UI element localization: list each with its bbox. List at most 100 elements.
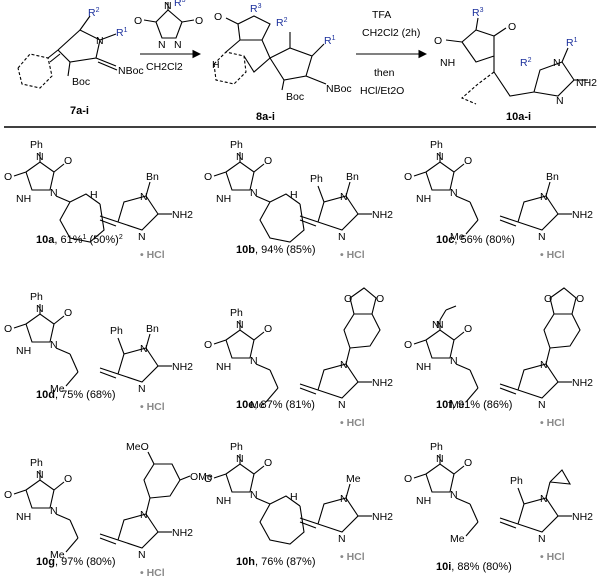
hcl-salt: • HCl: [140, 401, 165, 413]
nitrogen-label: N: [338, 533, 346, 545]
bond: [317, 363, 359, 399]
oxygen-label: O: [64, 473, 72, 485]
oxygen-label: O: [464, 457, 472, 469]
reactant-label: 7a-i: [70, 105, 89, 117]
amine-label: NH2: [172, 209, 193, 221]
nitrogen-label: N: [138, 231, 146, 243]
bond: [455, 195, 471, 203]
nh-label: NH: [216, 361, 231, 373]
oxygen-label: O: [64, 307, 72, 319]
bond: [99, 533, 119, 541]
bond: [455, 363, 471, 371]
bond: [413, 339, 427, 345]
nitrogen-label: N: [138, 549, 146, 561]
bond: [117, 195, 159, 231]
bond: [69, 519, 79, 539]
bond: [99, 537, 117, 545]
oxygen-label: O: [264, 155, 272, 167]
hcl-salt: • HCl: [340, 551, 365, 563]
nitrogen-label: N: [50, 187, 58, 199]
bond: [453, 465, 465, 475]
bond: [225, 161, 255, 191]
bond: [225, 329, 255, 359]
phenyl-label: Ph: [30, 291, 43, 303]
hydrogen-label: H: [290, 189, 298, 201]
oxygen-label: O: [204, 339, 212, 351]
nitrogen-label: N: [538, 533, 546, 545]
bond: [545, 347, 551, 365]
oxygen-label: O: [464, 323, 472, 335]
phenyl-label: Ph: [430, 139, 443, 151]
nitrogen-label: N: [236, 453, 244, 465]
oxygen-label: O: [404, 171, 412, 183]
methyl-label: Me: [50, 383, 65, 395]
step2-reagent: HCl/Et2O: [360, 85, 404, 97]
bond: [299, 215, 319, 223]
bond: [25, 161, 55, 191]
oxygen-label: O: [195, 15, 203, 27]
bond: [425, 161, 455, 191]
nitrogen-label: N: [138, 383, 146, 395]
oxygen-label: O: [508, 21, 516, 33]
nh-label: NH: [440, 57, 455, 69]
r2-label: R2: [520, 57, 532, 69]
nitrogen-label: N: [450, 187, 458, 199]
methyl-label: Me: [346, 473, 361, 485]
bond: [53, 315, 65, 325]
step1-reagent: CH2Cl2: [146, 61, 183, 73]
oxygen-label: O: [544, 293, 552, 305]
r1-label: R1: [566, 37, 578, 49]
hcl-salt: • HCl: [540, 249, 565, 261]
bond: [299, 521, 317, 529]
bond: [439, 309, 447, 321]
oxygen-label: O: [576, 293, 584, 305]
bond: [13, 489, 27, 495]
methoxy-label: MeO: [126, 441, 149, 453]
bond: [345, 483, 351, 499]
bond: [517, 497, 559, 533]
bond: [99, 367, 119, 375]
nh2-label: NH2: [576, 77, 597, 89]
hcl-salt: • HCl: [540, 551, 565, 563]
oxygen-label: O: [214, 11, 222, 23]
amine-label: NH2: [372, 511, 393, 523]
phenyl-label: Ph: [510, 475, 523, 487]
bond: [299, 383, 319, 391]
triazolinedione-reagent: O O N N N R3: [134, 0, 203, 51]
bond: [317, 497, 359, 533]
bond: [99, 215, 119, 223]
bond: [145, 181, 151, 197]
nh-label: NH: [416, 361, 431, 373]
bond: [299, 219, 317, 227]
oxygen-label: O: [404, 473, 412, 485]
oxygen-label: O: [434, 35, 442, 47]
nitrogen-label: N: [540, 191, 548, 203]
hcl-salt: • HCl: [340, 249, 365, 261]
nitrogen-label: N: [236, 151, 244, 163]
step2-reagent: CH2Cl2 (2h): [362, 27, 420, 39]
nitrogen-label: N: [36, 151, 44, 163]
oxygen-label: O: [376, 293, 384, 305]
oxygen-label: O: [204, 171, 212, 183]
hcl-salt: • HCl: [340, 417, 365, 429]
nboc-group: NBoc: [118, 65, 144, 77]
nitrogen-label: N: [450, 489, 458, 501]
amine-label: NH2: [572, 377, 593, 389]
compound-caption: 10h, 76% (87%): [236, 556, 316, 568]
bond: [465, 521, 479, 537]
nitrogen-label: N: [96, 35, 104, 47]
bond: [549, 287, 577, 315]
bond: [317, 185, 325, 203]
boc-group: Boc: [72, 76, 90, 88]
bond: [13, 171, 27, 177]
nitrogen-label: N: [250, 187, 258, 199]
bond: [269, 495, 301, 507]
bond: [59, 201, 105, 243]
nitrogen-label: N: [436, 151, 444, 163]
oxygen-label: O: [464, 155, 472, 167]
nitrogen-label: N: [436, 319, 444, 331]
nitrogen-label: N: [36, 469, 44, 481]
bond: [413, 473, 427, 479]
step2-reagent: then: [374, 67, 395, 79]
